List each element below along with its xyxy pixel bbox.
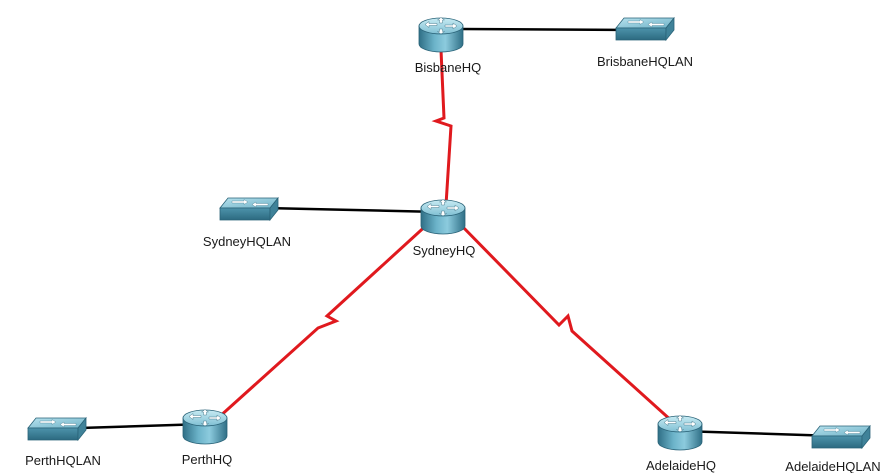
switch-icon [615, 17, 675, 41]
router-icon [182, 409, 228, 445]
router-perthhq[interactable]: PerthHQ [182, 409, 233, 468]
switch-adelaidehqlan-label: AdelaideHQLAN [785, 459, 880, 473]
router-sydneyhq[interactable]: SydneyHQ [413, 199, 476, 259]
link-serial-sydneyhq-adelaidehq[interactable] [456, 220, 675, 424]
router-icon [420, 199, 466, 235]
router-sydneyhq-label: SydneyHQ [413, 243, 476, 258]
switch-perthhqlan-label: PerthHQLAN [25, 453, 101, 468]
link-sydneyhqlan-sydneyhq[interactable] [264, 206, 441, 214]
switch-sydneyhqlan-label: SydneyHQLAN [203, 234, 291, 249]
switch-brisbanehqlan[interactable]: BrisbaneHQLAN [597, 17, 693, 69]
switch-sydneyhqlan[interactable]: SydneyHQLAN [203, 197, 291, 249]
router-icon [418, 17, 464, 53]
link-adelaidehq-adelaidehqlan[interactable] [679, 429, 836, 438]
switch-icon [27, 417, 87, 441]
router-adelaidehq[interactable]: AdelaideHQ [646, 415, 716, 473]
switch-icon [811, 425, 871, 449]
router-adelaidehq-label: AdelaideHQ [646, 458, 716, 473]
switch-perthhqlan[interactable]: PerthHQLAN [25, 417, 101, 468]
router-brisbanehq-label: BisbaneHQ [415, 60, 481, 75]
link-serial-brisbanehq-sydneyhq[interactable] [431, 49, 453, 206]
router-icon [657, 415, 703, 451]
links-layer [79, 27, 836, 438]
router-brisbanehq[interactable]: BisbaneHQ [415, 17, 481, 76]
switch-brisbanehqlan-label: BrisbaneHQLAN [597, 54, 693, 69]
router-perthhq-label: PerthHQ [182, 452, 233, 467]
link-serial-sydneyhq-perthhq[interactable] [216, 220, 432, 420]
switch-adelaidehqlan[interactable]: AdelaideHQLAN [785, 425, 881, 473]
link-brisbanehq-brisbanehqlan[interactable] [459, 27, 641, 32]
switch-icon [219, 197, 279, 221]
